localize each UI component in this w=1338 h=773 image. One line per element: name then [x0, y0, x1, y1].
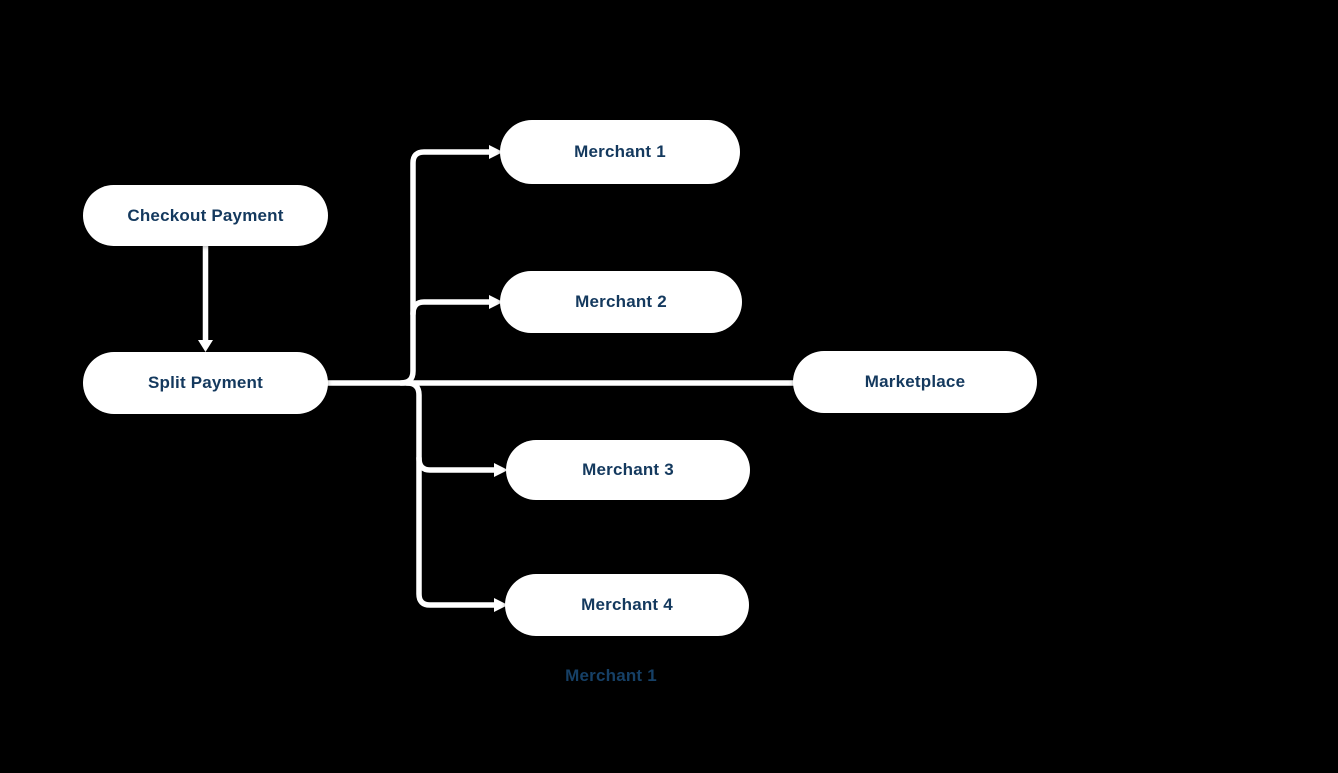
arrowhead-checkout-to-split	[198, 340, 213, 352]
node-merchant-1: Merchant 1	[500, 120, 740, 184]
node-checkout-payment: Checkout Payment	[83, 185, 328, 246]
connector-split-to-merchant1	[398, 149, 492, 386]
connector-split-to-merchant3	[416, 455, 497, 473]
node-merchant-2: Merchant 2	[500, 271, 742, 333]
node-merchant-4-label: Merchant 4	[581, 595, 673, 614]
node-merchant-4: Merchant 4	[505, 574, 749, 636]
node-merchant-1-label: Merchant 1	[574, 142, 666, 161]
diagram-caption: Merchant 1	[565, 666, 657, 685]
connector-split-to-merchant4	[404, 380, 497, 608]
node-marketplace-label: Marketplace	[864, 372, 966, 391]
node-checkout-payment-label: Checkout Payment	[127, 205, 284, 225]
arrowhead-split-to-merchant1	[489, 145, 503, 159]
arrowhead-split-to-merchant4	[494, 598, 508, 612]
node-split-payment: Split Payment	[83, 352, 328, 414]
node-marketplace: Marketplace	[793, 351, 1037, 413]
connector-split-to-merchant2	[410, 299, 492, 317]
arrowhead-split-to-merchant3	[494, 463, 508, 477]
node-merchant-3-label: Merchant 3	[582, 460, 674, 479]
arrowhead-split-to-merchant2	[489, 295, 503, 309]
node-merchant-2-label: Merchant 2	[575, 292, 667, 311]
node-merchant-3: Merchant 3	[506, 440, 750, 500]
node-split-payment-label: Split Payment	[147, 373, 264, 392]
